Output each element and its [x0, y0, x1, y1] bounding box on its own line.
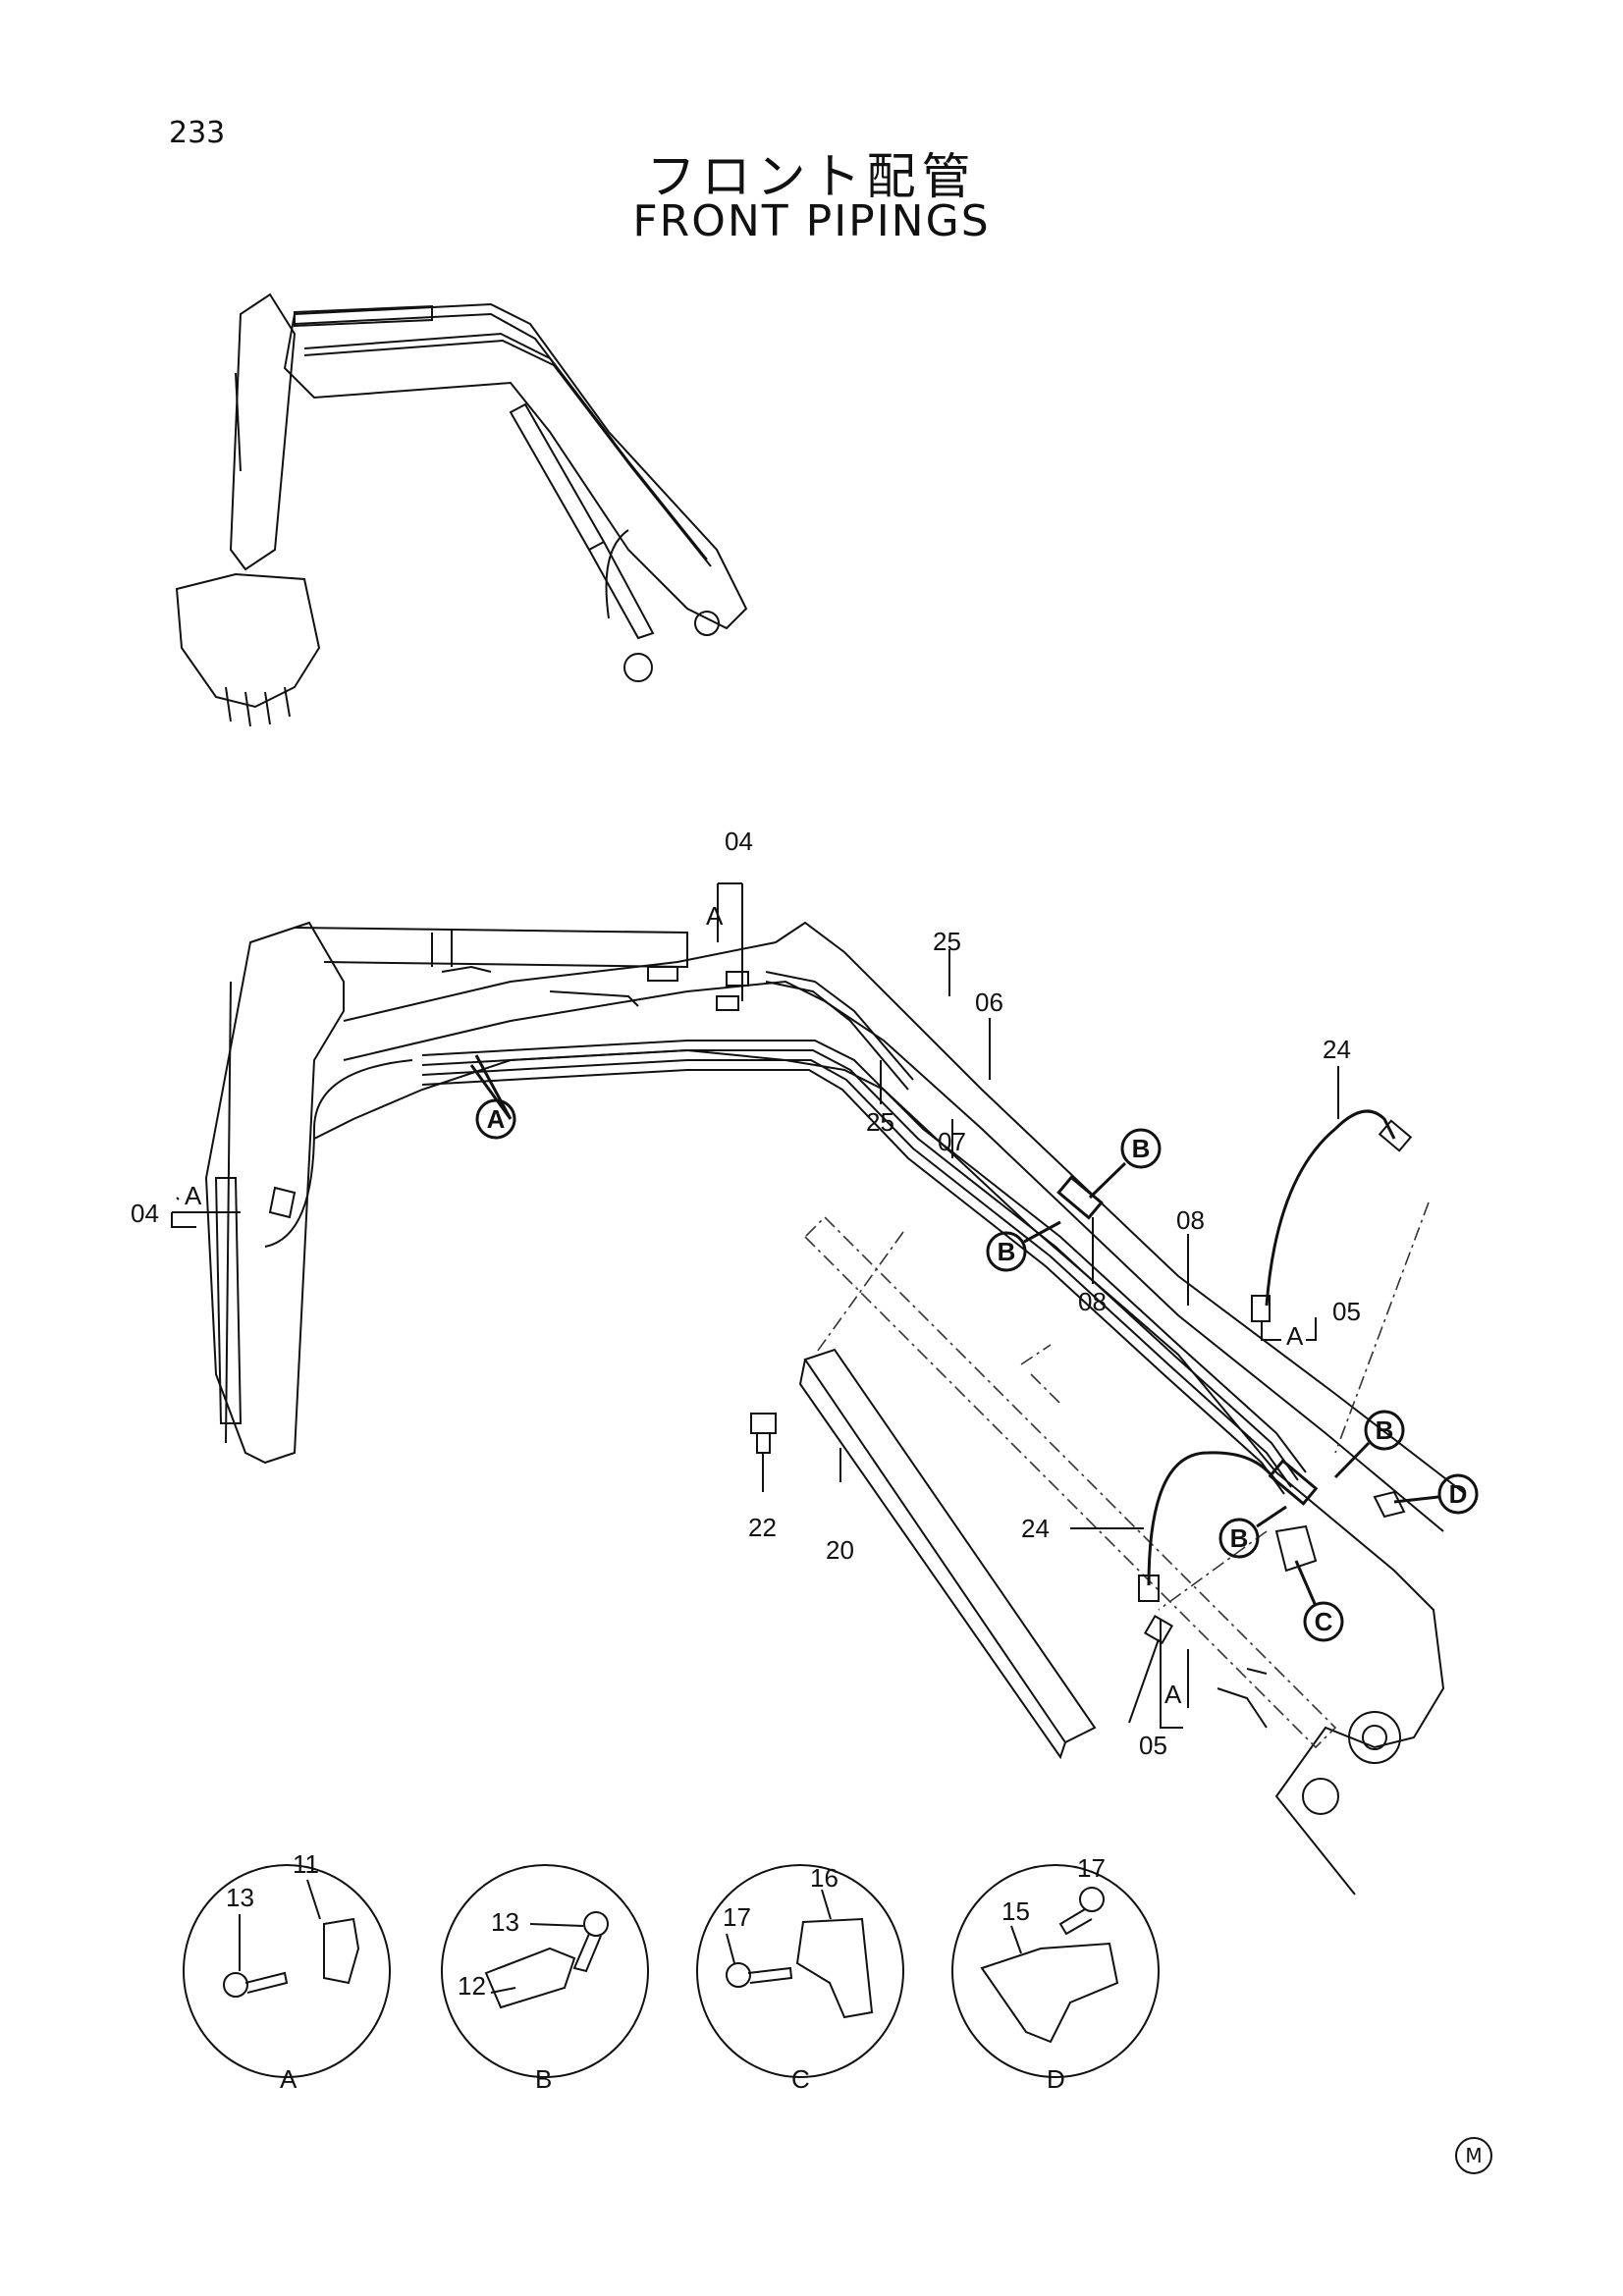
part-number-labels: 04 04 25 25 06 07 08 08 24 24 05 05 20 2… — [131, 827, 1361, 1760]
ref-a-top: A — [706, 901, 724, 931]
page-number: 233 — [169, 116, 226, 150]
detail-a-part-13: 13 — [226, 1883, 254, 1912]
detail-b-part-12: 12 — [458, 1971, 486, 2001]
title-english: FRONT PIPINGS — [632, 196, 991, 246]
detail-c-part-17: 17 — [723, 1902, 751, 1932]
svg-text:B: B — [1376, 1415, 1394, 1445]
detail-d-part-15: 15 — [1001, 1896, 1030, 1926]
label-20: 20 — [826, 1535, 854, 1565]
label-04-top: 04 — [725, 827, 753, 856]
callout-b-3: B — [1333, 1410, 1405, 1479]
detail-c-part-16: 16 — [810, 1863, 839, 1893]
label-04-left: 04 — [131, 1199, 159, 1228]
detail-c: 17 16 C — [696, 1863, 904, 2094]
detail-a: 13 11 A — [183, 1849, 391, 2094]
label-22: 22 — [748, 1513, 777, 1542]
callout-a: A — [469, 1054, 516, 1140]
detail-d-letter: D — [1047, 2064, 1065, 2094]
detail-c-letter: C — [791, 2064, 810, 2094]
title-japanese: フロント配管 — [646, 148, 977, 205]
label-05-right: 05 — [1332, 1297, 1361, 1326]
svg-text:B: B — [1230, 1523, 1249, 1553]
detail-b-letter: B — [535, 2064, 552, 2094]
leader-lines — [762, 949, 1339, 1724]
label-05-bottom: 05 — [1139, 1731, 1167, 1760]
svg-text:C: C — [1315, 1607, 1333, 1636]
main-illustration — [171, 882, 1464, 1896]
detail-a-letter: A — [280, 2064, 298, 2094]
svg-text:B: B — [998, 1237, 1016, 1266]
overview-illustration — [175, 293, 748, 727]
label-07: 07 — [938, 1127, 966, 1156]
reference-letters: A A A A — [185, 901, 1304, 1709]
callout-c: C — [1294, 1560, 1344, 1642]
detail-a-part-11: 11 — [293, 1849, 319, 1879]
manufacturer-mark: M — [1455, 2137, 1492, 2174]
label-25-lower: 25 — [866, 1107, 894, 1137]
label-24-upper: 24 — [1323, 1035, 1351, 1064]
ref-a-bottom: A — [1164, 1680, 1182, 1709]
detail-b-part-13: 13 — [491, 1907, 519, 1937]
svg-text:B: B — [1132, 1134, 1151, 1163]
ref-a-right: A — [1286, 1321, 1304, 1351]
label-24-lower: 24 — [1021, 1514, 1050, 1543]
callout-b-1: B — [1088, 1128, 1162, 1200]
callout-circles: A B B B B C D — [469, 1054, 1479, 1642]
label-08-upper: 08 — [1176, 1205, 1205, 1235]
svg-text:D: D — [1449, 1479, 1468, 1509]
callout-b-4: B — [1218, 1505, 1287, 1559]
label-25-top: 25 — [933, 927, 961, 956]
detail-d: 15 17 D — [951, 1853, 1160, 2094]
svg-text:A: A — [487, 1104, 506, 1134]
callout-b-2: B — [986, 1220, 1061, 1272]
ref-a-left: A — [185, 1181, 202, 1210]
callout-d: D — [1393, 1473, 1479, 1515]
detail-b: 13 12 B — [441, 1864, 649, 2094]
label-06: 06 — [975, 988, 1003, 1017]
label-08-lower: 08 — [1078, 1287, 1107, 1316]
detail-d-part-17: 17 — [1077, 1853, 1106, 1883]
